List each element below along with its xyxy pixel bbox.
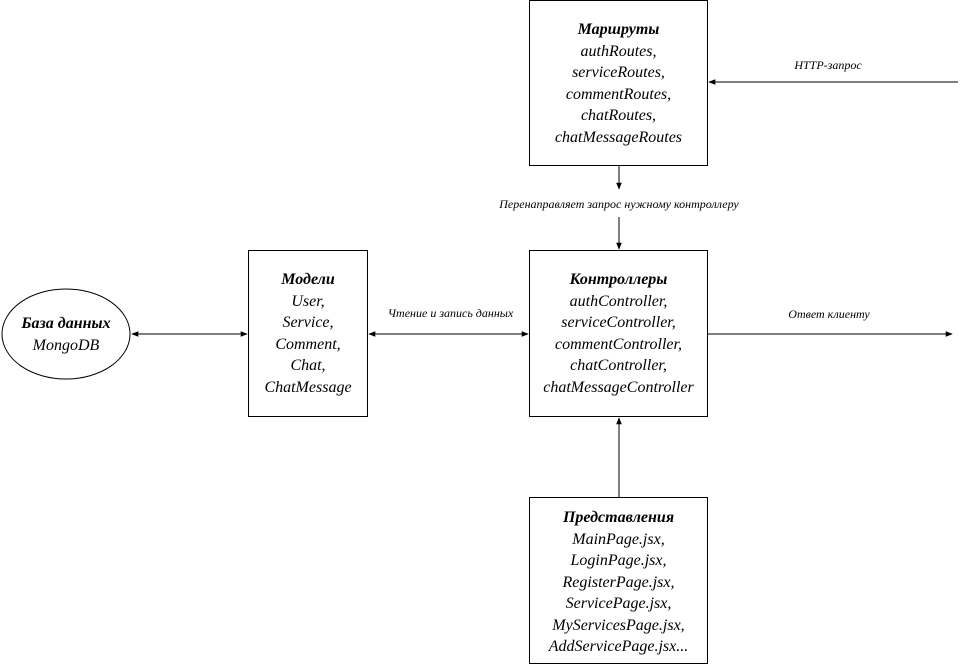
controllers-title: Контроллеры (569, 271, 668, 288)
controllers-node: Контроллеры authController, serviceContr… (529, 269, 708, 398)
views-item: LoginPage.jsx, (570, 552, 667, 569)
models-item: Comment, (275, 335, 341, 353)
controllers-box (529, 250, 708, 417)
controllers-item: chatMessageController (543, 378, 694, 396)
http-request-label: HTTP-запрос (768, 58, 888, 72)
routes-item: chatMessageRoutes (554, 128, 683, 146)
views-item: MainPage.jsx, (572, 530, 665, 548)
views-item: AddServicePage.jsx... (548, 638, 689, 655)
read-write-label: Чтение и запись данных (387, 306, 514, 320)
database-title: База данных (21, 315, 111, 332)
models-item: User, (291, 292, 325, 310)
redirect-label: Перенаправляет запрос нужному контроллер… (460, 197, 778, 211)
controllers-item: serviceController, (561, 314, 676, 331)
routes-item: serviceRoutes, (572, 64, 665, 81)
models-item: Service, (282, 314, 334, 331)
models-box (248, 250, 368, 417)
views-title: Представления (562, 509, 675, 526)
controllers-item: authController, (569, 292, 668, 310)
routes-item: authRoutes, (580, 42, 657, 60)
routes-item: chatRoutes, (580, 107, 657, 124)
controllers-item: commentController, (555, 335, 682, 353)
views-item: RegisterPage.jsx, (562, 573, 675, 591)
models-node: Модели User, Service, Comment, Chat, Cha… (248, 269, 368, 398)
models-item: ChatMessage (264, 378, 352, 396)
routes-box (529, 0, 708, 166)
database-node: База данных MongoDB (2, 313, 130, 356)
routes-title: Маршруты (577, 21, 660, 38)
controllers-item: chatController, (570, 357, 667, 374)
models-title: Модели (281, 271, 335, 288)
routes-node: Маршруты authRoutes, serviceRoutes, comm… (529, 19, 708, 148)
views-box (529, 497, 708, 664)
models-item: Chat, (290, 357, 326, 374)
views-item: MyServicesPage.jsx, (552, 616, 685, 634)
database-ellipse (1, 288, 131, 380)
response-label: Ответ клиенту (788, 307, 870, 321)
routes-item: commentRoutes, (565, 85, 672, 103)
database-item: MongoDB (32, 336, 100, 354)
views-item: ServicePage.jsx, (565, 595, 672, 612)
views-node: Представления MainPage.jsx, LoginPage.js… (529, 507, 708, 658)
